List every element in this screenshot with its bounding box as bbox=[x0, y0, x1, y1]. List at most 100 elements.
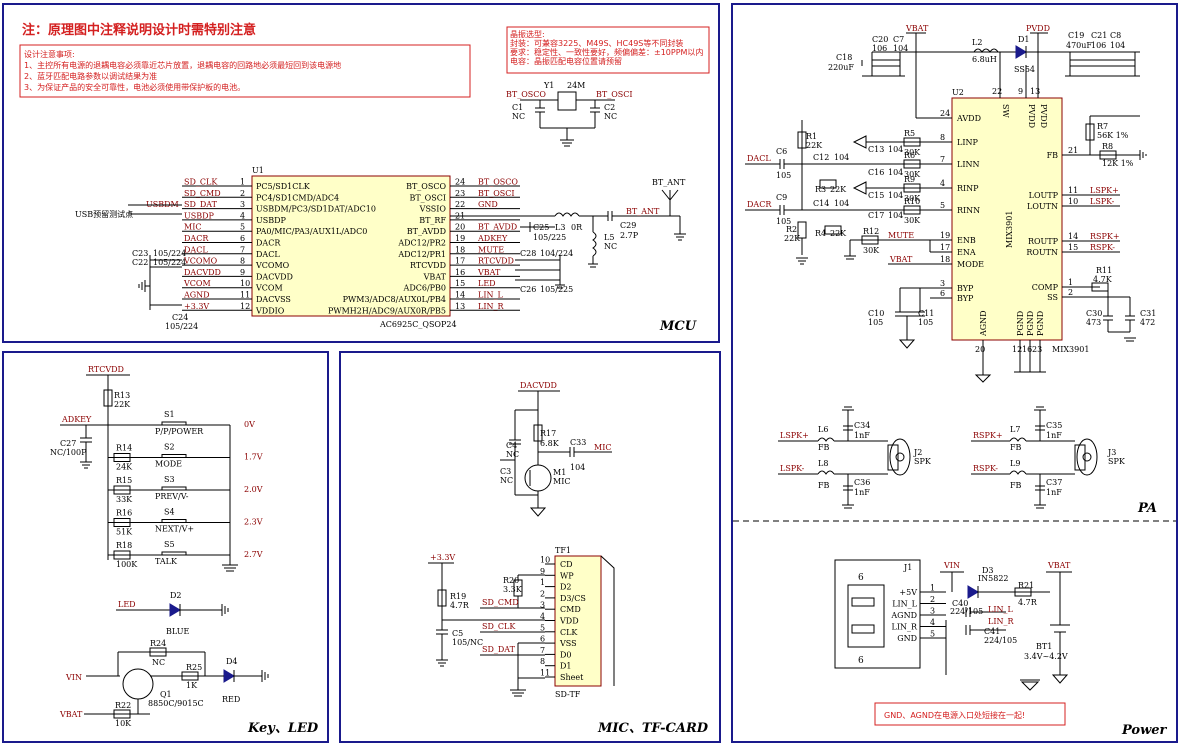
pa-part: MIX3901 bbox=[1005, 211, 1014, 248]
pa-pin-number: 5 bbox=[940, 201, 945, 210]
r11-ref: R11 bbox=[1096, 266, 1112, 275]
mcu-pin-name: PA0/MIC/PA3/AUX1L/ADC0 bbox=[256, 227, 367, 236]
pa-pin-number: 21 bbox=[1068, 146, 1078, 155]
c3-ref: C3 bbox=[500, 467, 511, 476]
c21-ref: C21 bbox=[1091, 31, 1107, 40]
c14-ref: C14 bbox=[813, 199, 829, 208]
c4-ref: C4 bbox=[506, 441, 517, 450]
net-pvdd: PVDD bbox=[1026, 24, 1050, 33]
r11-value: 4.7K bbox=[1093, 275, 1113, 284]
mcu-pin-name: PWMH2H/ADC9/AUX0R/PB5 bbox=[328, 306, 446, 315]
pa-pin-name: COMP bbox=[1032, 283, 1059, 292]
r2-value: 22K bbox=[784, 234, 801, 243]
mcu-pin-number: 10 bbox=[240, 279, 250, 288]
key-resistor-ref: R16 bbox=[116, 509, 132, 518]
c19-ref: C19 bbox=[1068, 31, 1084, 40]
pa-pin-number: 11 bbox=[1068, 186, 1078, 195]
mcu-pin-name: DACL bbox=[256, 250, 280, 259]
tf-pin-number: 3 bbox=[540, 601, 545, 610]
c29-ref: C29 bbox=[620, 221, 636, 230]
m1-value: MIC bbox=[553, 477, 570, 486]
j2-spk: SPK bbox=[914, 457, 932, 466]
c35-value: 1nF bbox=[1046, 431, 1062, 440]
l6-ref: L6 bbox=[818, 425, 828, 434]
key-switch-s3 bbox=[161, 486, 187, 491]
r20-value: 3.3K bbox=[503, 585, 523, 594]
mcu-pin-net: LIN_L bbox=[478, 291, 503, 300]
mcu-pin-name: ADC6/PB0 bbox=[403, 284, 446, 293]
mcu-pin-name: VCOMO bbox=[255, 261, 290, 270]
r1-ref: R1 bbox=[806, 132, 817, 141]
c37-ref: C37 bbox=[1046, 478, 1062, 487]
j1-pin-number: 1 bbox=[930, 584, 935, 593]
net-rtcvdd-keys: RTCVDD bbox=[88, 365, 124, 374]
pa-pin-number: 3 bbox=[940, 279, 945, 288]
key-led-section-frame bbox=[2, 351, 329, 743]
c11-value: 105 bbox=[918, 318, 933, 327]
pa-pin-name: RINN bbox=[957, 206, 980, 215]
pa-pin-number: 20 bbox=[975, 345, 985, 354]
pa-pin-number: 22 bbox=[992, 87, 1002, 96]
mcu-pin-number: 12 bbox=[240, 302, 250, 311]
mcu-pin-net: BT_AVDD bbox=[478, 223, 517, 232]
c16-value: 104 bbox=[888, 168, 903, 177]
key-switch-ref: S3 bbox=[164, 475, 175, 484]
r25-ref: R25 bbox=[186, 663, 202, 672]
c2-value: NC bbox=[604, 112, 617, 121]
tf-pin-number: 4 bbox=[540, 612, 545, 621]
tf-pin-number: 9 bbox=[540, 567, 545, 576]
tf-pin-name: CMD bbox=[560, 605, 581, 614]
pa-pin-net: RSPK+ bbox=[1090, 232, 1120, 241]
key-resistor-value: 100K bbox=[116, 560, 138, 569]
key-resistor-value: 24K bbox=[116, 463, 133, 472]
mcu-pin-name: ADC12/PR1 bbox=[397, 250, 446, 259]
y1-ref: Y1 bbox=[543, 81, 554, 90]
pa-pin-name: AVDD bbox=[956, 114, 981, 123]
pa-pin-name: ENA bbox=[957, 248, 976, 257]
pa-ref: U2 bbox=[952, 88, 964, 97]
net-bt-ant: BT_ANT bbox=[626, 207, 660, 216]
c25-value: 105/225 bbox=[533, 233, 566, 242]
crystal-circuit: Y1 24M BT_OSCO BT_OSCI C1 NC C2 NC bbox=[506, 81, 633, 147]
mcu-pin-name: DACR bbox=[256, 239, 281, 248]
notes-line-1: 1、主控所有电源的退耦电容必须靠近芯片放置，退耦电容的回路地必须最短回到该电源地 bbox=[24, 60, 341, 70]
pa-ground bbox=[974, 340, 1046, 383]
mcu-pin-name: USBDM/PC3/SD1DAT/ADC10 bbox=[256, 205, 376, 214]
c12-ref: C12 bbox=[813, 153, 829, 162]
tf-card-body bbox=[554, 555, 602, 687]
net-lin-r-power: LIN_R bbox=[988, 617, 1014, 626]
c24-value: 105/224 bbox=[165, 322, 198, 331]
c9-ref: C9 bbox=[776, 193, 787, 202]
mcu-pin-number: 6 bbox=[240, 234, 245, 243]
net-dacr-pa: DACR bbox=[747, 200, 772, 209]
tf-pin-number: 1 bbox=[540, 578, 545, 587]
pa-right-pins: 21FB11LOUTPLSPK+10LOUTNLSPK-14ROUTPRSPK+… bbox=[1026, 146, 1120, 302]
j1-pin-name: +5V bbox=[899, 588, 917, 597]
d2-value: BLUE bbox=[166, 627, 189, 636]
key-switch-function: P/P/POWER bbox=[155, 427, 204, 436]
pa-pin-number: 23 bbox=[1032, 345, 1042, 354]
r20-ref: R20 bbox=[503, 576, 519, 585]
crystal-note-2: 封装：可兼容3225、M49S、HC49S等不同封装 bbox=[510, 38, 683, 48]
c20-value: 106 bbox=[872, 44, 887, 53]
net-lspk-pos: LSPK+ bbox=[780, 431, 809, 440]
pa-pin-name: SS bbox=[1047, 293, 1058, 302]
net-bt-osci-xtal: BT_OSCI bbox=[596, 90, 633, 99]
l8-ref: L8 bbox=[818, 459, 828, 468]
key-voltage: 1.7V bbox=[244, 453, 263, 462]
net-bt-osco-xtal: BT_OSCO bbox=[506, 90, 546, 99]
l3-ref: L3 bbox=[555, 223, 565, 232]
section-title-mcu: MCU bbox=[659, 319, 697, 334]
net-mic: MIC bbox=[594, 443, 611, 452]
r5-ref: R5 bbox=[904, 129, 915, 138]
pa-input-network: DACL DACR C6 105 C9 105 R1 22K R2 22K R3… bbox=[745, 120, 952, 349]
c25-ref: C25 bbox=[533, 223, 549, 232]
r6-value: 30K bbox=[904, 170, 921, 179]
bt1-ref: BT1 bbox=[1036, 642, 1052, 651]
mcu-pin-number: 5 bbox=[240, 223, 245, 232]
l7-fb: FB bbox=[1010, 443, 1022, 452]
r5-value: 30K bbox=[904, 148, 921, 157]
pa-pin-name: LOUTP bbox=[1029, 191, 1059, 200]
mcu-pin-net: +3.3V bbox=[184, 302, 209, 311]
